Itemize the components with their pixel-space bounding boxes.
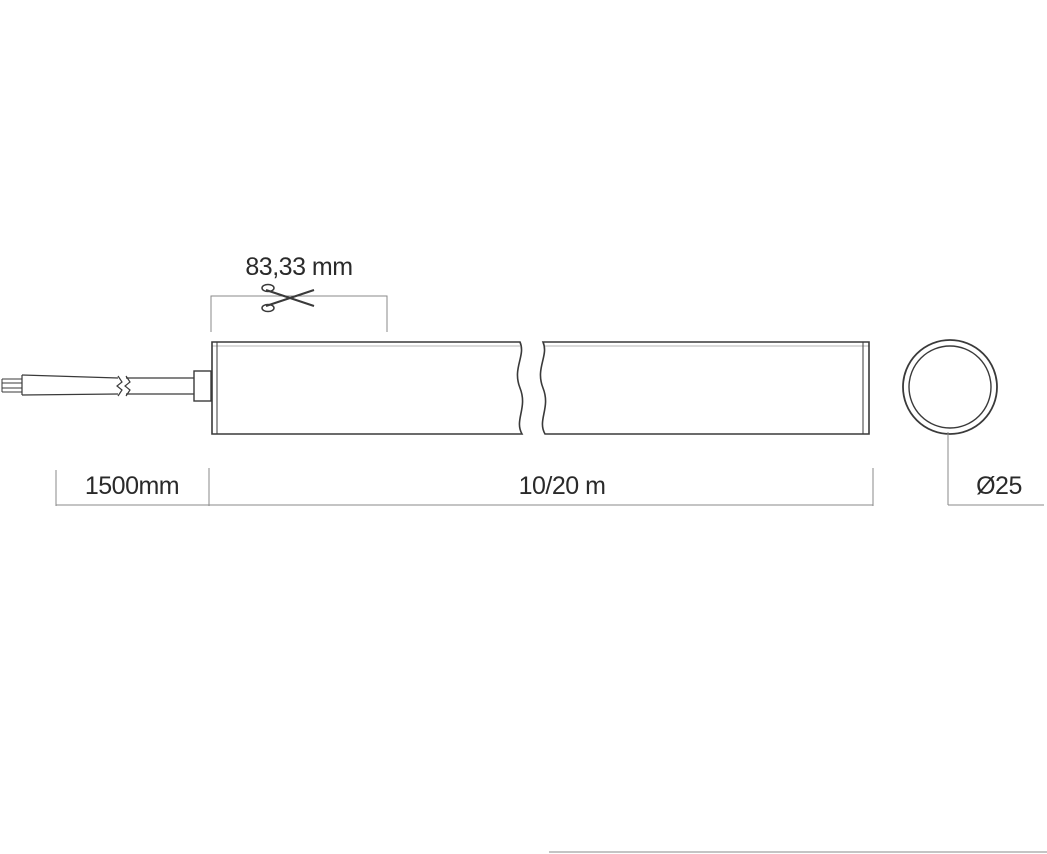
cable-length-label: 1500mm — [85, 472, 179, 500]
strip-length-dimension: 10/20 m — [209, 468, 874, 506]
diameter-dimension: Ø25 — [947, 432, 1044, 506]
scissors-icon — [261, 283, 315, 313]
cut-interval-dimension: 83,33 mm — [210, 253, 388, 332]
diameter-label: Ø25 — [976, 472, 1022, 500]
tube-cross-section — [902, 339, 998, 435]
strip-length-label: 10/20 m — [519, 472, 606, 500]
power-cable — [1, 370, 212, 402]
led-strip-tube — [211, 341, 870, 435]
cut-interval-label: 83,33 mm — [245, 253, 352, 281]
cable-length-dimension: 1500mm — [55, 468, 210, 506]
